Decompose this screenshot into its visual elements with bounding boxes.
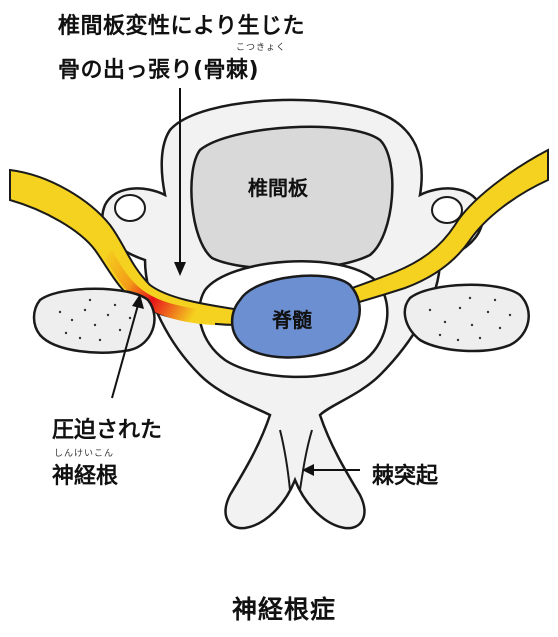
diagram-title: 神経根症: [232, 595, 337, 624]
bone-texture: [58, 296, 512, 342]
spinal-cord-label: 脊髄: [272, 308, 312, 332]
compressed-label: 圧迫された: [52, 418, 163, 443]
osteophyte-arrow: [174, 88, 186, 276]
spinous-process-line-left: [279, 429, 291, 491]
spinous-process-arrow: [302, 464, 360, 476]
nerve-root-arrow: [111, 294, 144, 399]
nerve-root-ruby: しんけいこん: [54, 449, 115, 459]
inflamed-nerve-segment: [105, 250, 215, 325]
spinal-cord: [230, 274, 361, 359]
right-articular-process: [403, 283, 530, 353]
spinous-process-label: 棘突起: [372, 464, 439, 489]
spinous-process-line-right: [299, 429, 313, 491]
osteophyte-ruby: こつきょく: [236, 43, 287, 53]
left-foramen: [114, 194, 146, 222]
disc-shape: [190, 125, 394, 271]
disc-label: 椎間板: [248, 176, 308, 200]
nerve-root-label: 神経根: [52, 464, 119, 489]
osteophyte-label-line2: 骨の出っ張り(骨棘): [58, 58, 260, 83]
osteophyte-label-line1: 椎間板変性により生じた: [58, 14, 306, 39]
left-articular-process: [32, 287, 156, 354]
right-foramen: [431, 196, 463, 224]
